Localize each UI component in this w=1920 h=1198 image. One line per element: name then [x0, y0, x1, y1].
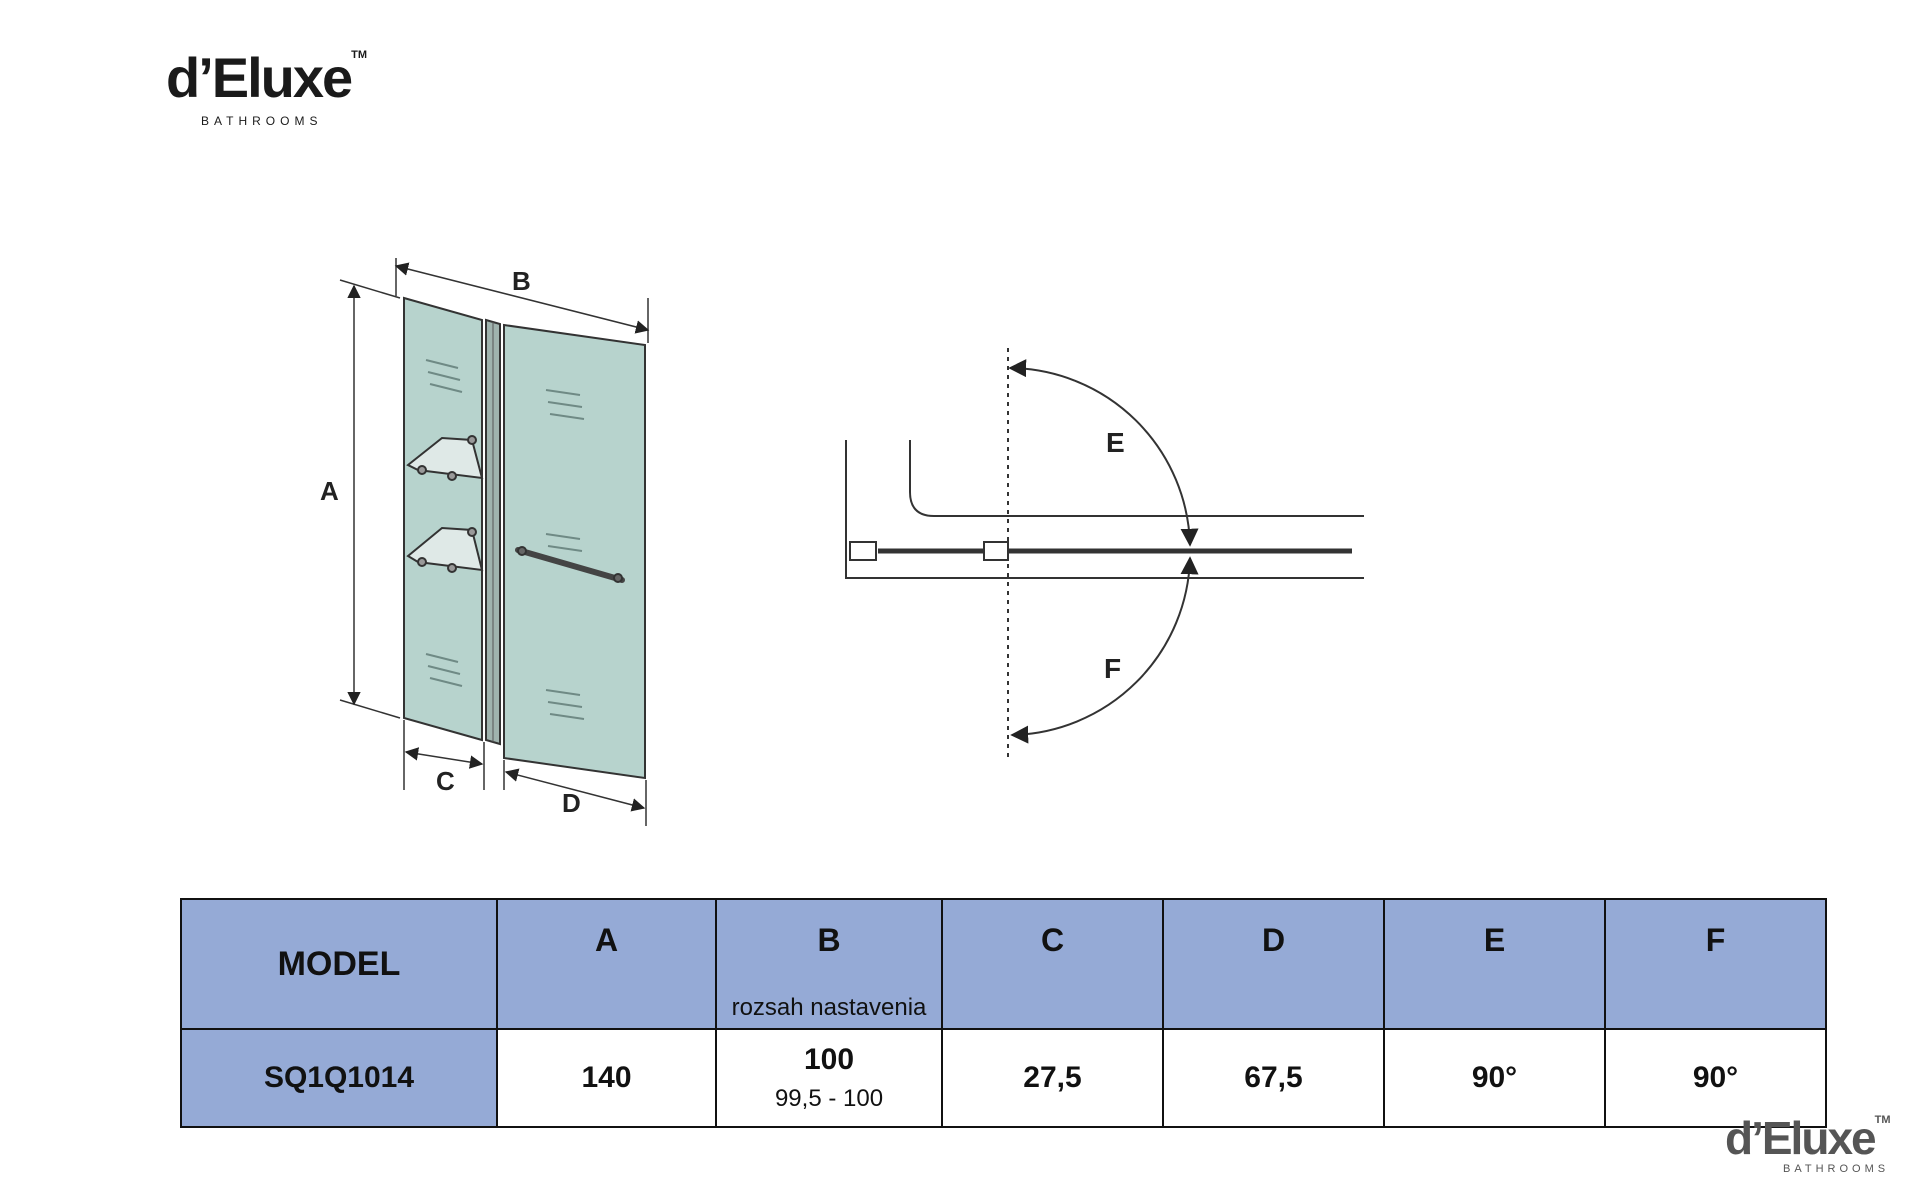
label-e: E	[1106, 427, 1125, 458]
header-model: MODEL	[180, 898, 498, 1030]
towel-bar	[515, 546, 625, 583]
brand-trademark: TM	[351, 49, 368, 61]
label-b: B	[512, 266, 531, 296]
swing-arc-f	[1010, 556, 1199, 744]
wall-profile-plan	[849, 541, 877, 561]
technical-drawing: A B C D E F	[320, 258, 1364, 826]
header-a: A	[496, 898, 717, 1030]
front-view	[339, 258, 650, 826]
plan-view	[845, 348, 1364, 760]
header-f-label: F	[1705, 922, 1726, 958]
label-d: D	[562, 788, 581, 818]
brand-tagline: BATHROOMS	[201, 114, 323, 128]
header-c: C	[941, 898, 1164, 1030]
label-a: A	[320, 476, 339, 506]
hinge-plan	[983, 541, 1009, 561]
header-b-note: rozsah nastavenia	[731, 994, 927, 1021]
label-c: C	[436, 766, 455, 796]
header-b-label: B	[817, 922, 841, 958]
cell-a: 140	[496, 1028, 717, 1128]
cell-model: SQ1Q1014	[180, 1028, 498, 1128]
brand-name: d’Eluxe	[166, 46, 353, 109]
brand-logo: d’EluxeTM BATHROOMS	[166, 49, 368, 129]
dimension-b	[394, 258, 650, 343]
header-d: D	[1162, 898, 1385, 1030]
dimension-c	[403, 720, 485, 790]
bathtub-outline	[845, 440, 1364, 579]
header-a-label: A	[594, 922, 619, 958]
cell-c: 27,5	[941, 1028, 1164, 1128]
brand-trademark-footer: TM	[1874, 1114, 1891, 1126]
swing-arc-e	[1008, 359, 1199, 547]
glass-shelf-lower	[406, 526, 484, 573]
header-c-label: C	[1040, 922, 1065, 958]
table-row: SQ1Q1014 140 100 99,5 - 100 27,5 67,5 90°…	[180, 1028, 1827, 1128]
header-e: E	[1383, 898, 1606, 1030]
brand-name-footer: d’Eluxe	[1725, 1112, 1877, 1164]
glass-shelf-upper	[406, 435, 484, 481]
brand-tagline-footer: BATHROOMS	[1783, 1163, 1890, 1175]
cell-f: 90°	[1604, 1028, 1827, 1128]
header-d-label: D	[1261, 922, 1286, 958]
glass-reflection-marks	[425, 359, 585, 720]
cell-e: 90°	[1383, 1028, 1606, 1128]
dimension-d	[503, 760, 647, 826]
header-f: F	[1604, 898, 1827, 1030]
cell-b: 100 99,5 - 100	[715, 1028, 943, 1128]
cell-d: 67,5	[1162, 1028, 1385, 1128]
label-f: F	[1104, 653, 1121, 684]
brand-logo-footer: d’EluxeTM BATHROOMS	[1725, 1112, 1891, 1176]
cell-b-range: 99,5 - 100	[774, 1085, 884, 1112]
dimension-a	[339, 279, 401, 719]
header-e-label: E	[1483, 922, 1506, 958]
cell-b-value: 100	[803, 1043, 855, 1076]
